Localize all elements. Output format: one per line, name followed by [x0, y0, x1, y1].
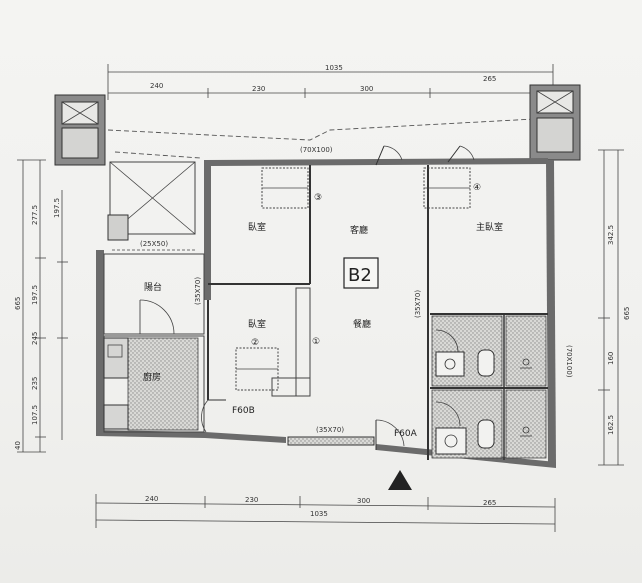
door-tag-f60b: F60B: [232, 406, 255, 416]
callout-3: ③: [314, 193, 322, 203]
entry-doors-top: [375, 145, 475, 166]
balcony: [103, 253, 205, 335]
top-total-dim: 1035: [325, 64, 343, 72]
canopy-outline: [107, 117, 554, 159]
top-dim-d: 265: [483, 75, 496, 83]
left-dim-e: 40: [14, 441, 22, 450]
right-dim-a: 342.5: [607, 225, 615, 245]
callout-2: ②: [251, 338, 259, 348]
interior-walls: [207, 165, 548, 460]
door-f60b: [201, 399, 226, 433]
bedroom-a-label: 臥室: [248, 221, 266, 233]
bottom-dim-b: 230: [245, 496, 258, 504]
living-room-label: 客廳: [350, 224, 368, 236]
left-dim-a: 277.5: [31, 205, 39, 225]
center-35x70-label: (35X70): [414, 290, 422, 318]
bottom-dimension-chain: 240 230 300 265 1035: [95, 494, 556, 532]
column-top-left: [54, 94, 106, 166]
door-tag-f60a: F60A: [394, 429, 418, 439]
window-25x50-label: (25X50): [140, 240, 168, 248]
bedroom-b-label: 臥室: [248, 318, 266, 330]
top-dimension-chain: 1035 240 230 300 265: [107, 64, 554, 100]
right-dim-b: 160: [607, 352, 615, 365]
bottom-total-dim: 1035: [310, 510, 328, 518]
bottom-dim-a: 240: [145, 495, 158, 503]
column-top-right: [529, 84, 581, 161]
balcony-label: 陽台: [144, 281, 162, 293]
top-dim-b: 230: [252, 85, 265, 93]
right-dimension-chain: 665 342.5 160 162.5: [598, 149, 631, 466]
right-dim-c: 162.5: [607, 415, 615, 435]
callout-4: ④: [473, 183, 481, 193]
bottom-window-strip: [287, 436, 375, 446]
kitchen-label: 廚房: [143, 371, 161, 383]
bathroom-lower: [431, 389, 547, 459]
kitchen: [103, 335, 205, 433]
bottom-35x70-label: (35X70): [316, 426, 344, 434]
left-inner-dim-a: 197.5: [53, 198, 61, 218]
bottom-dim-c: 300: [357, 497, 370, 505]
right-total-dim: 665: [623, 307, 631, 320]
left-35x70-label: (35X70): [194, 277, 202, 305]
unit-label-box: [343, 257, 379, 289]
left-dim-b: 197.5: [31, 285, 39, 305]
lightwell: [107, 161, 196, 241]
wardrobe-4: [423, 167, 471, 209]
left-dim-c: 245: [31, 332, 39, 345]
door-f60a: [375, 419, 405, 450]
top-dim-a: 240: [150, 82, 163, 90]
callout-1: ①: [312, 337, 320, 347]
wardrobe-2: [235, 347, 279, 391]
left-dimension-chain: 665 277.5 197.5 245 235 40 197.5 107.5: [14, 159, 68, 453]
top-dim-c: 300: [360, 85, 373, 93]
entrance-arrow-icon: [388, 470, 412, 490]
dining-room-label: 餐廳: [353, 318, 371, 330]
left-inner-dim-b: 107.5: [31, 405, 39, 425]
wardrobe-3: [261, 167, 309, 209]
right-opening-label: (70X100): [565, 345, 573, 378]
left-total-dim: 665: [14, 297, 22, 310]
top-opening-label: (70X100): [300, 146, 333, 154]
wardrobe-1: [271, 287, 311, 397]
bathroom-upper: [431, 315, 547, 387]
bottom-dim-d: 265: [483, 499, 496, 507]
unit-label: B2: [348, 265, 372, 286]
left-dim-d: 235: [31, 377, 39, 390]
master-bedroom-label: 主臥室: [476, 221, 503, 233]
